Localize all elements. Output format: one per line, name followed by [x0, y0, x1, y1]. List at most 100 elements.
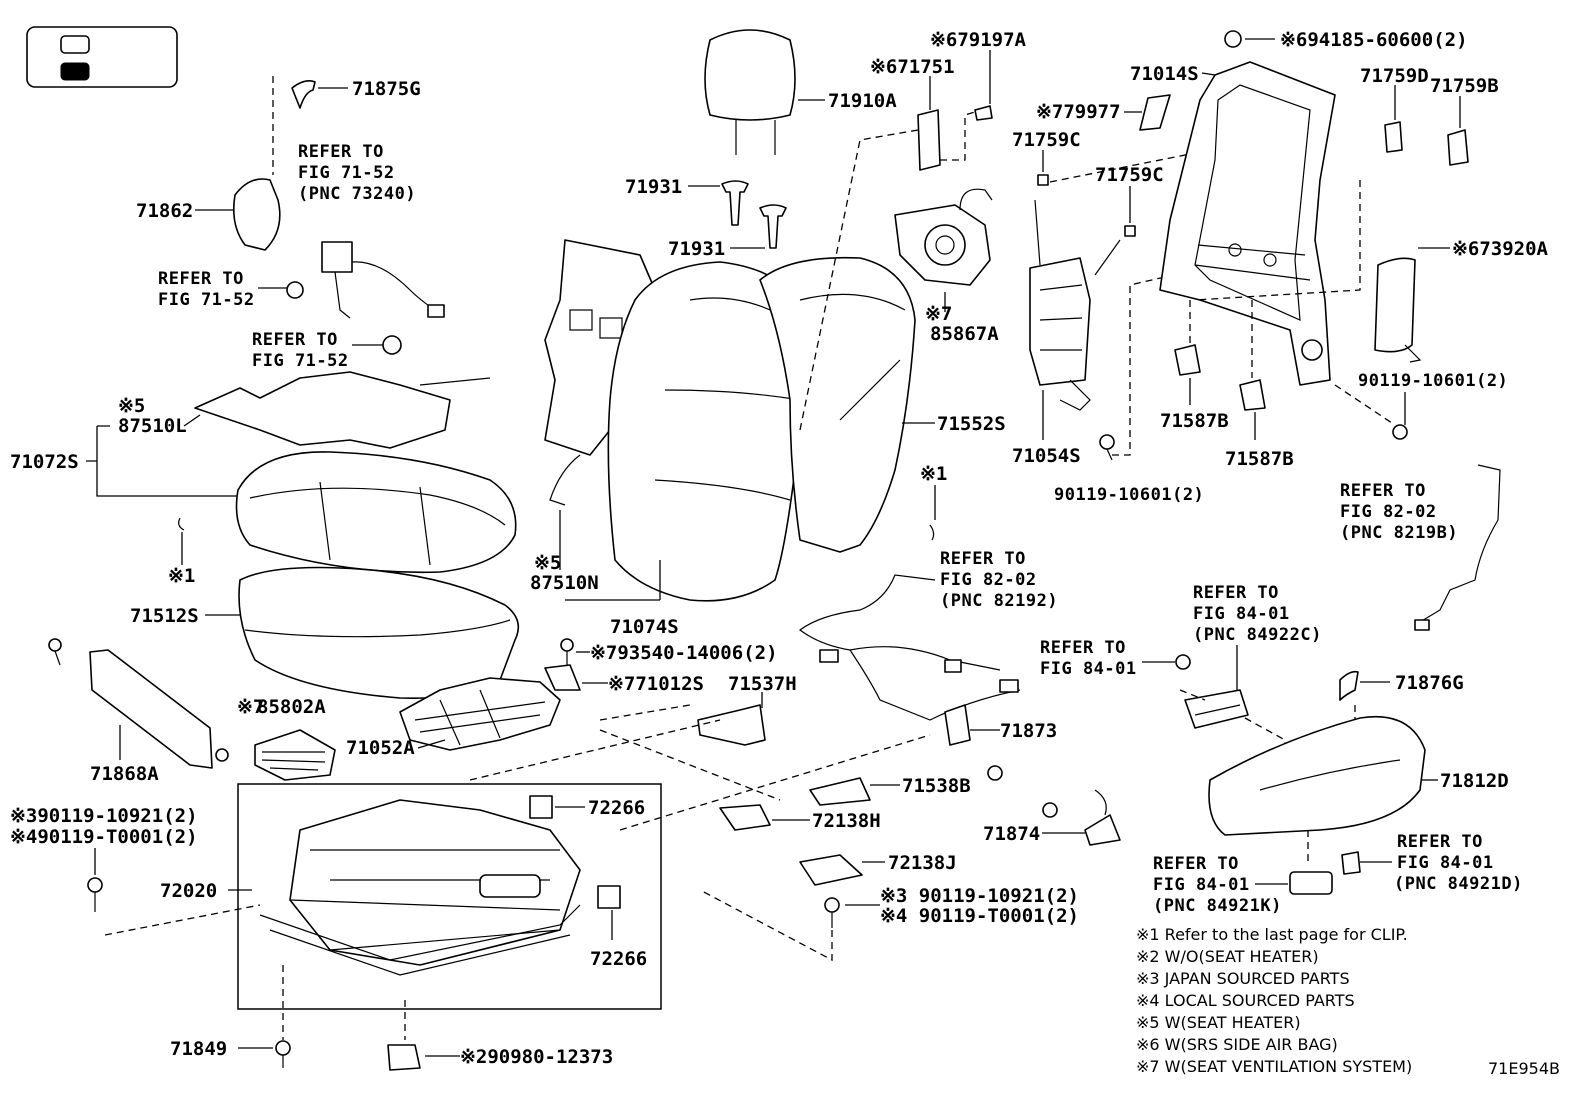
- footnote-1: ※1 Refer to the last page for CLIP.: [1136, 925, 1408, 944]
- ref-pnc-84921D: REFER TO FIG 84-01 (PNC 84921D): [1341, 832, 1522, 894]
- label-90119-c3: ※3 90119-10921(2): [880, 885, 1079, 907]
- part-71876G[interactable]: 71876G: [1339, 670, 1464, 701]
- label-71538B: 71538B: [902, 775, 971, 797]
- part-71910A[interactable]: 71910A: [704, 29, 897, 155]
- part-90119-10601-right[interactable]: 90119-10601(2): [1358, 371, 1508, 440]
- part-71868A[interactable]: 71868A: [48, 638, 229, 785]
- part-71874[interactable]: 71874: [983, 789, 1121, 846]
- label-71849: 71849: [170, 1038, 227, 1060]
- part-71759B[interactable]: 71759B: [1430, 75, 1499, 166]
- part-90119-center[interactable]: ※3 90119-10921(2) ※4 90119-T0001(2): [824, 885, 1079, 928]
- seat-belt-buckle: [321, 241, 445, 319]
- ref-line-1: REFER TO: [1040, 638, 1126, 658]
- ref-line-2: FIG 82-02: [1340, 502, 1437, 522]
- ref-line-3: (PNC 82192): [940, 591, 1058, 611]
- label-71876G: 71876G: [1395, 672, 1464, 694]
- label-71931b: 71931: [668, 238, 725, 260]
- ref-line-2: FIG 84-01: [1153, 875, 1250, 895]
- label-79977: ※779977: [1036, 101, 1121, 123]
- clip-note-1: ※1: [168, 565, 195, 587]
- label-85867A: 85867A: [930, 323, 999, 345]
- label-71012S: ※771012S: [608, 673, 704, 695]
- label-90119-c4: ※4 90119-T0001(2): [880, 905, 1079, 927]
- part-72138J[interactable]: 72138J: [799, 852, 957, 886]
- part-87510N[interactable]: ※5 87510N: [530, 239, 656, 594]
- label-90119-right: 90119-10601(2): [1358, 371, 1508, 391]
- part-71873[interactable]: 71873: [944, 704, 1057, 746]
- part-90119-10601-mid[interactable]: 90119-10601(2): [1054, 434, 1204, 505]
- label-90119-mid: 90119-10601(2): [1054, 485, 1204, 505]
- part-87510L[interactable]: ※5 87510L: [118, 371, 491, 449]
- part-71931-upper[interactable]: 71931: [625, 176, 749, 226]
- ref-line-1: REFER TO: [252, 330, 338, 350]
- ref-line-1: REFER TO: [298, 142, 384, 162]
- footnote-5: ※5 W(SEAT HEATER): [1136, 1013, 1301, 1032]
- part-71587B-b[interactable]: 71587B: [1225, 379, 1294, 470]
- part-72138H[interactable]: 72138H: [719, 804, 881, 832]
- label-71873: 71873: [1000, 720, 1057, 742]
- ref-fig-71-52-a: REFER TO FIG 71-52: [158, 269, 304, 310]
- ref-line-1: REFER TO: [1397, 832, 1483, 852]
- part-94185-60600[interactable]: ※694185-60600(2): [1224, 29, 1468, 51]
- footnote-4: ※4 LOCAL SOURCED PARTS: [1136, 991, 1355, 1010]
- part-90980-12373[interactable]: ※290980-12373: [387, 1044, 613, 1071]
- label-71910A: 71910A: [828, 90, 897, 112]
- part-71072S[interactable]: 71072S: [10, 425, 240, 497]
- ref-line-2: FIG 71-52: [298, 163, 395, 183]
- mark-85867A: ※7: [925, 303, 952, 325]
- footnotes: ※1 Refer to the last page for CLIP. ※2 W…: [1136, 925, 1412, 1076]
- part-71759C-a[interactable]: 71759C: [1012, 129, 1081, 186]
- part-71054S[interactable]: 71054S: [1012, 199, 1121, 467]
- label-73920A: ※673920A: [1452, 238, 1549, 260]
- label-71874: 71874: [983, 823, 1040, 845]
- part-90119-left[interactable]: ※390119-10921(2) ※490119-T0001(2): [10, 805, 198, 912]
- white-swatch: [60, 35, 90, 54]
- color-legend-box: [26, 26, 178, 88]
- part-72266-lower[interactable]: 72266: [590, 885, 647, 970]
- part-79977[interactable]: ※779977: [1036, 94, 1171, 131]
- part-71012S[interactable]: ※771012S: [544, 664, 704, 695]
- part-71759D[interactable]: 71759D: [1360, 65, 1429, 153]
- label-71074S: 71074S: [610, 616, 679, 638]
- part-71014S[interactable]: 71014S: [1130, 61, 1336, 386]
- label-71072S: 71072S: [10, 451, 79, 473]
- part-71759C-b[interactable]: 71759C: [1095, 164, 1164, 237]
- part-71512S[interactable]: 71512S: [130, 566, 520, 699]
- label-85802A: 85802A: [257, 696, 326, 718]
- label-72020: 72020: [160, 880, 217, 902]
- label-72138J: 72138J: [888, 852, 957, 874]
- part-71552S[interactable]: 71552S: [759, 256, 1006, 553]
- label-71931a: 71931: [625, 176, 682, 198]
- part-71587B-a[interactable]: 71587B: [1160, 344, 1229, 432]
- part-71875G[interactable]: 71875G: [291, 78, 421, 109]
- label-93540: ※793540-14006(2): [590, 642, 778, 664]
- part-79197A[interactable]: ※679197A: [930, 29, 1027, 121]
- part-71812D[interactable]: 71812D: [1208, 715, 1509, 836]
- label-90980: ※290980-12373: [460, 1046, 613, 1068]
- black-swatch: [60, 62, 90, 81]
- part-93540-14006[interactable]: ※793540-14006(2): [560, 638, 778, 668]
- part-71537H[interactable]: 71537H: [697, 673, 797, 746]
- part-71862[interactable]: 71862: [136, 178, 281, 251]
- part-71751[interactable]: ※671751: [870, 56, 955, 171]
- part-71538B[interactable]: 71538B: [809, 775, 971, 806]
- label-72266b: 72266: [590, 948, 647, 970]
- part-85802A[interactable]: ※7 85802A: [237, 696, 336, 781]
- ref-fig-84-01: REFER TO FIG 84-01: [1040, 638, 1191, 679]
- diagram-id: 71E954B: [1488, 1059, 1560, 1078]
- seat-wire-harness: [798, 574, 1021, 721]
- label-71587B-a: 71587B: [1160, 410, 1229, 432]
- part-85867A[interactable]: ※7 85867A: [894, 188, 999, 345]
- ref-line-3: (PNC 84922C): [1193, 625, 1322, 645]
- part-72266-upper[interactable]: 72266: [529, 795, 645, 819]
- ref-line-2: FIG 84-01: [1193, 604, 1290, 624]
- part-72020[interactable]: 72020: [160, 799, 581, 976]
- label-72266a: 72266: [588, 797, 645, 819]
- part-71931-lower[interactable]: 71931: [668, 204, 787, 260]
- part-71052A[interactable]: 71052A: [346, 677, 561, 759]
- clip-right: ※1: [920, 463, 947, 541]
- part-71849[interactable]: 71849: [170, 1038, 291, 1068]
- part-73920A[interactable]: ※673920A: [1374, 238, 1549, 363]
- ref-pnc-84921K: REFER TO FIG 84-01 (PNC 84921K): [1153, 854, 1333, 916]
